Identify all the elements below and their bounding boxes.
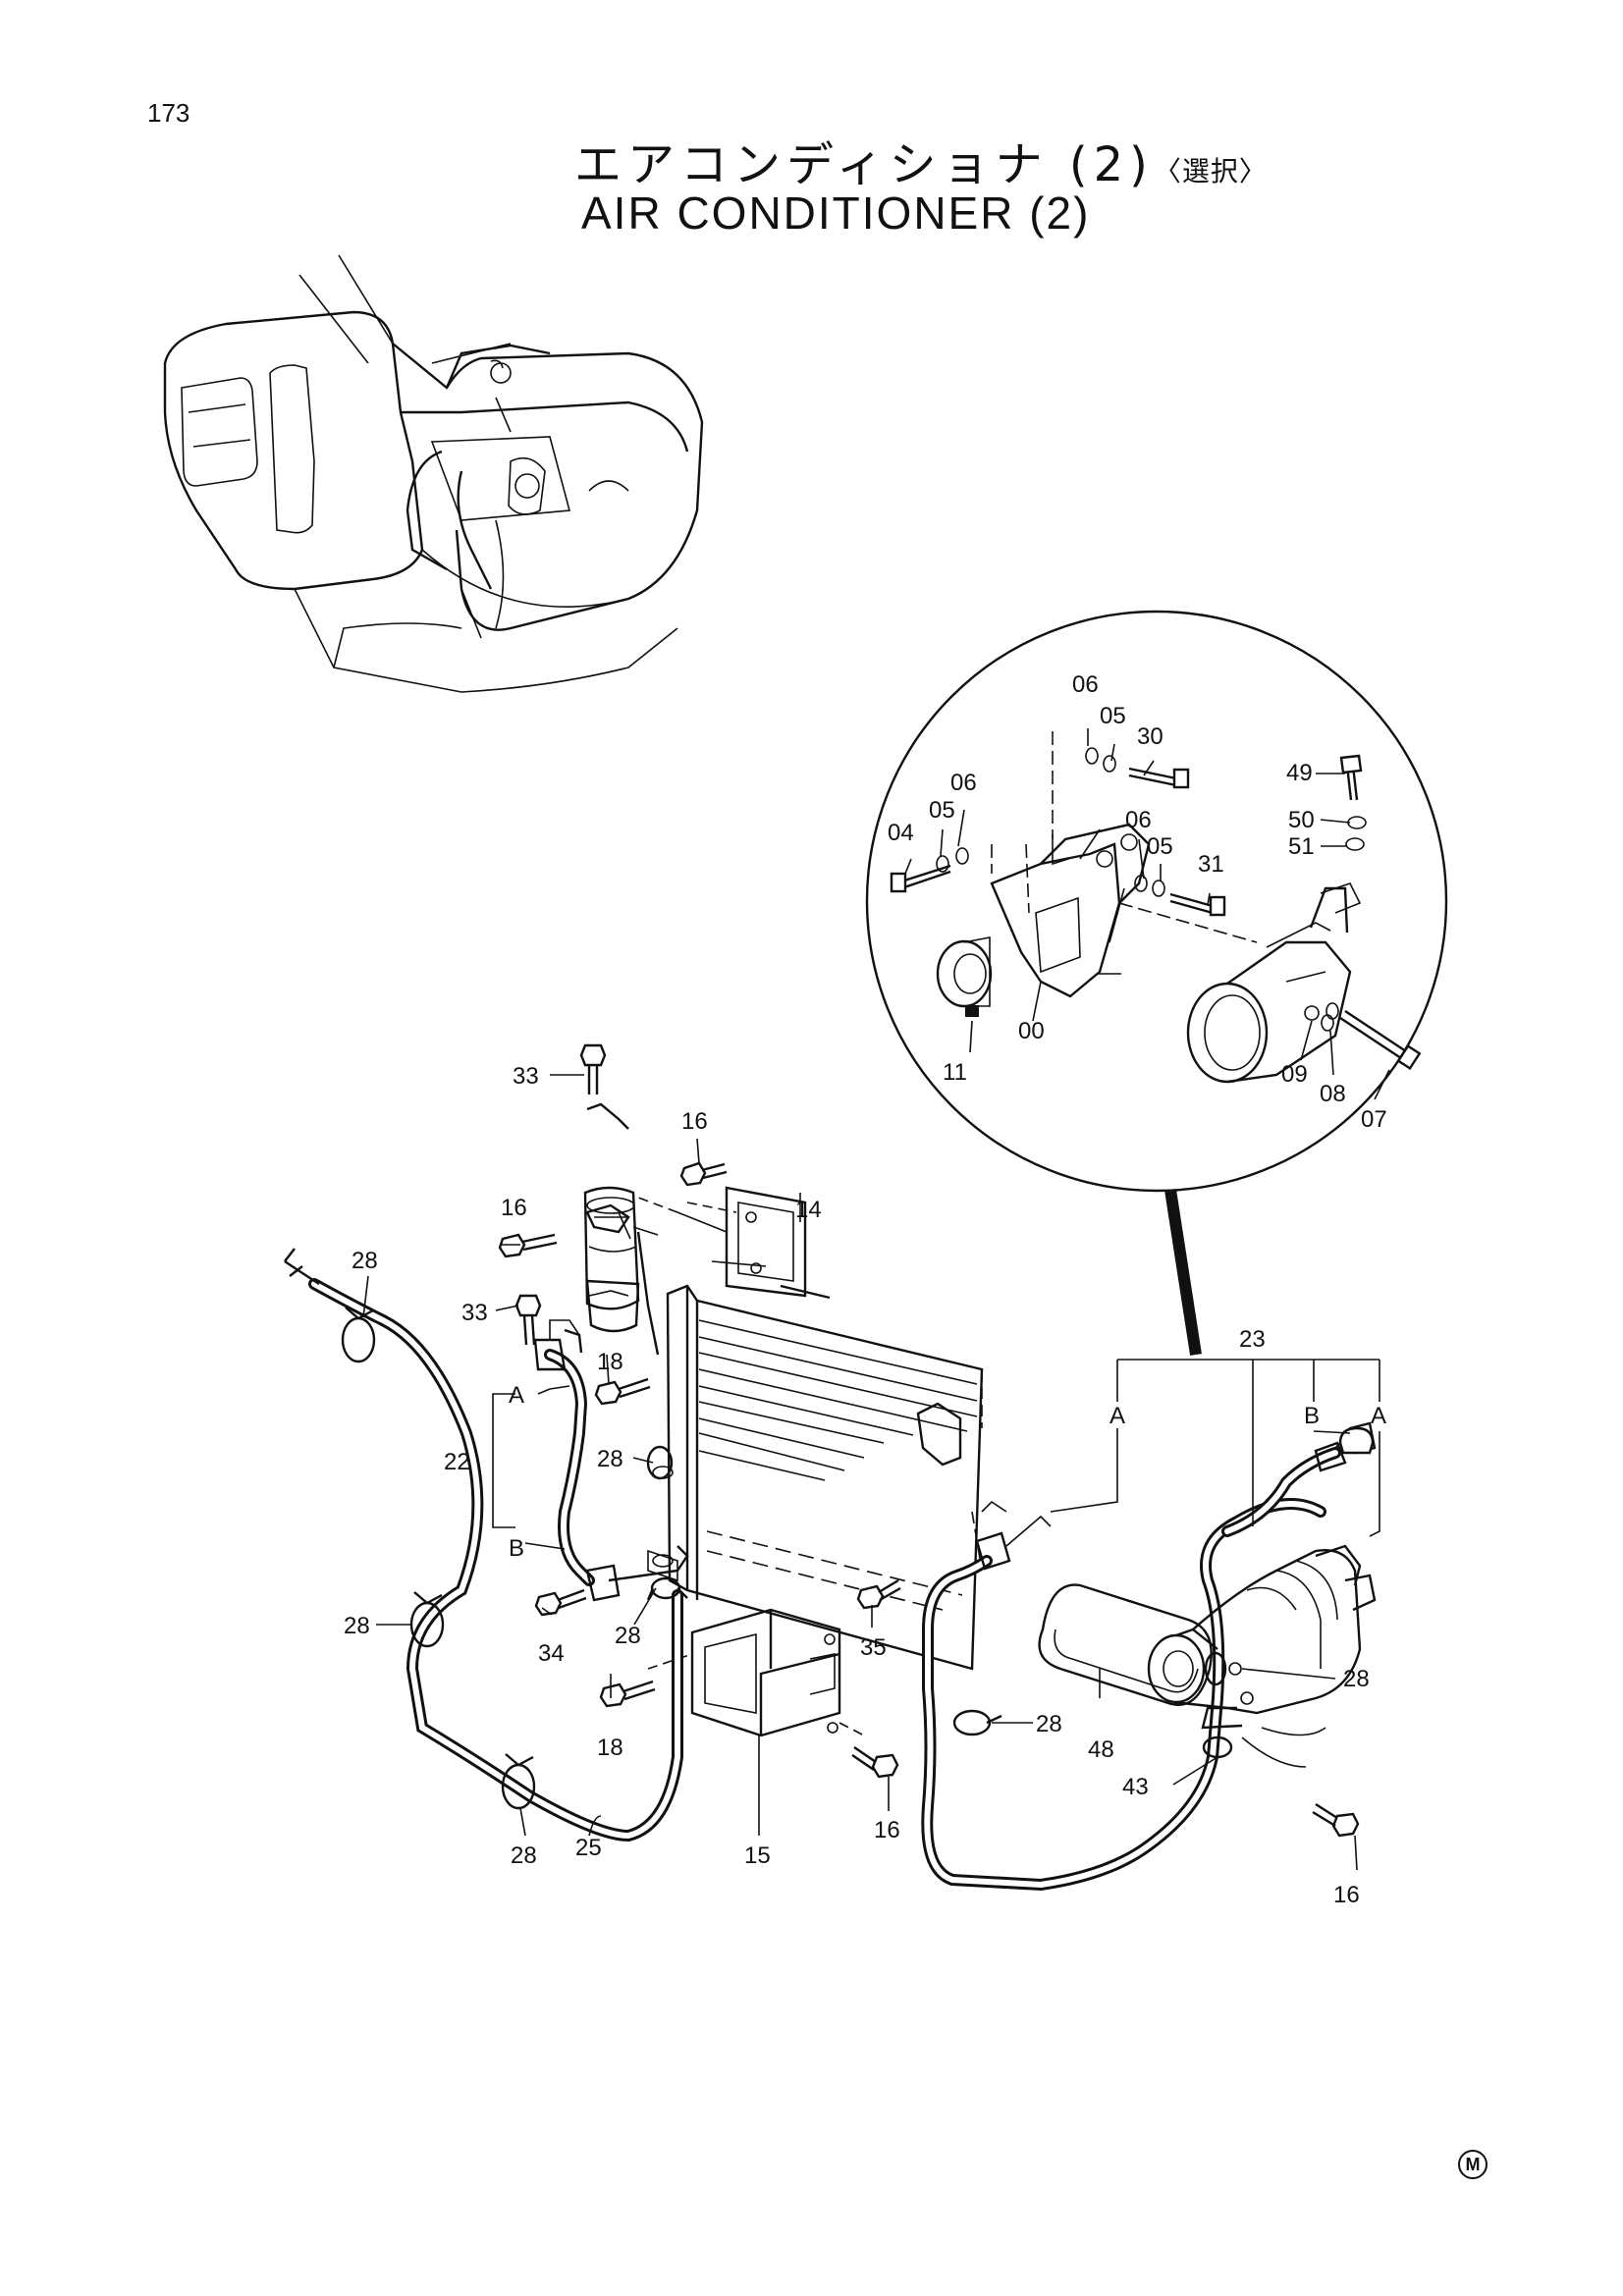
callout-28: 28 — [1036, 1711, 1062, 1737]
callout-22: 22 — [444, 1449, 470, 1475]
bolt-18a — [594, 1377, 651, 1406]
detail-circle — [865, 610, 1448, 1193]
callout-09: 09 — [1281, 1061, 1308, 1088]
callout-50: 50 — [1288, 807, 1315, 833]
callout-16: 16 — [681, 1108, 708, 1135]
bolt-18b — [599, 1680, 656, 1708]
title-english: AIR CONDITIONER (2) — [581, 187, 1091, 239]
callout-16: 16 — [874, 1817, 900, 1843]
condenser — [647, 1284, 1007, 1671]
callout-07: 07 — [1361, 1106, 1387, 1133]
callout-11: 11 — [943, 1059, 967, 1086]
callout-51: 51 — [1288, 833, 1315, 860]
callout-06: 06 — [1125, 807, 1152, 833]
callout-00: 00 — [1018, 1018, 1045, 1044]
bolts — [498, 1043, 1375, 1838]
callout-05: 05 — [929, 797, 955, 824]
bolt-33a — [579, 1043, 629, 1130]
title-selection-note: 〈選択〉 — [1153, 155, 1268, 187]
bolt-16c — [851, 1746, 899, 1779]
bolt-04 — [890, 864, 951, 893]
bracket-15 — [647, 1608, 865, 1737]
bracket-14 — [637, 1186, 831, 1300]
callout-28: 28 — [1343, 1666, 1370, 1692]
callout-A: A — [1109, 1403, 1125, 1429]
receiver-drier — [583, 1186, 660, 1356]
callout-49: 49 — [1286, 760, 1313, 786]
callout-A: A — [1371, 1403, 1386, 1429]
callout-28: 28 — [511, 1842, 537, 1869]
callout-28: 28 — [344, 1613, 370, 1639]
callout-30: 30 — [1137, 723, 1163, 750]
callout-06: 06 — [950, 770, 977, 796]
callout-33: 33 — [461, 1300, 488, 1326]
bolt-16d — [1312, 1802, 1360, 1838]
callout-31: 31 — [1198, 851, 1224, 878]
bolt-16b — [498, 1233, 558, 1258]
title-japanese-text: エアコンディショナ (2) — [574, 137, 1154, 192]
page-number: 173 — [147, 98, 190, 128]
cap-23b — [1338, 1426, 1375, 1455]
callout-34: 34 — [538, 1640, 565, 1667]
detail-bracket-assembly — [890, 731, 1258, 1017]
callout-18: 18 — [597, 1349, 623, 1375]
callout-33: 33 — [513, 1063, 539, 1090]
callout-05: 05 — [1100, 703, 1126, 729]
callout-28: 28 — [597, 1446, 623, 1472]
callout-15: 15 — [744, 1842, 771, 1869]
callout-16: 16 — [501, 1195, 527, 1221]
hose-43 — [921, 1421, 1377, 1892]
callout-05: 05 — [1147, 833, 1173, 860]
callout-43: 43 — [1122, 1774, 1149, 1800]
callout-35: 35 — [860, 1634, 887, 1661]
bolt-34 — [534, 1588, 587, 1617]
bolt-33b — [514, 1294, 542, 1346]
hose-25 — [284, 1248, 683, 1842]
callout-28: 28 — [352, 1248, 378, 1274]
title-japanese: エアコンディショナ (2)〈選択〉 — [574, 126, 1268, 194]
callout-23: 23 — [1239, 1326, 1266, 1353]
callout-08: 08 — [1320, 1081, 1346, 1107]
callout-28: 28 — [615, 1623, 641, 1649]
callout-06: 06 — [1072, 671, 1099, 698]
callout-B: B — [1304, 1403, 1320, 1429]
callouts: 06 05 30 06 05 04 06 05 31 49 50 51 11 0… — [344, 671, 1387, 1908]
compressor-assembly — [1038, 1544, 1377, 1768]
callout-B: B — [509, 1535, 524, 1562]
detail-compressor — [1186, 754, 1422, 1084]
leader-lines — [362, 728, 1390, 1871]
detail-leader — [1164, 1189, 1202, 1356]
callout-18: 18 — [597, 1735, 623, 1761]
callout-14: 14 — [795, 1197, 822, 1223]
corner-mark: M — [1458, 2150, 1488, 2179]
callout-48: 48 — [1088, 1736, 1114, 1763]
bolt-16a — [679, 1161, 728, 1187]
callout-16: 16 — [1333, 1882, 1360, 1908]
callout-25: 25 — [575, 1835, 602, 1861]
hose-22 — [533, 1319, 689, 1602]
callout-A: A — [509, 1382, 524, 1409]
callout-04: 04 — [888, 820, 914, 846]
excavator-overview — [163, 254, 704, 693]
bolt-35 — [856, 1578, 901, 1610]
